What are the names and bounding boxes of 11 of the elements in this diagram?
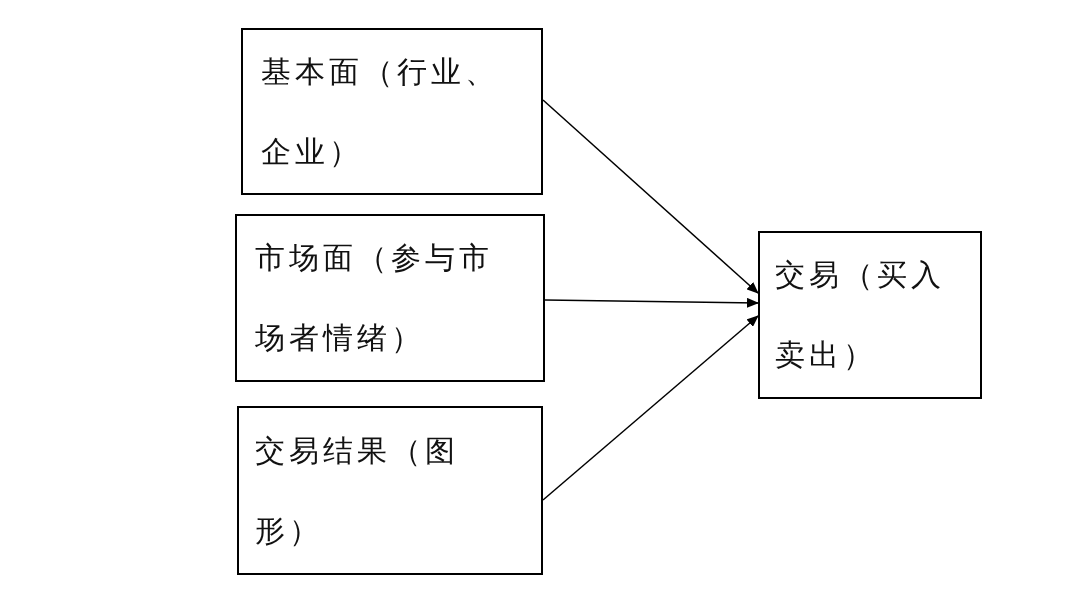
process-box xyxy=(237,406,543,575)
arrow xyxy=(542,315,759,501)
box-label: 交易（买入卖出） xyxy=(775,256,946,374)
process-box xyxy=(241,28,543,195)
box-label: 市场面（参与市场者情绪） xyxy=(255,239,494,357)
box-label: 基本面（行业、企业） xyxy=(261,52,500,171)
arrow xyxy=(544,297,759,308)
process-box xyxy=(758,231,982,399)
process-box xyxy=(235,214,545,382)
arrow xyxy=(542,99,759,294)
box-label: 交易结果（图形） xyxy=(255,431,460,550)
